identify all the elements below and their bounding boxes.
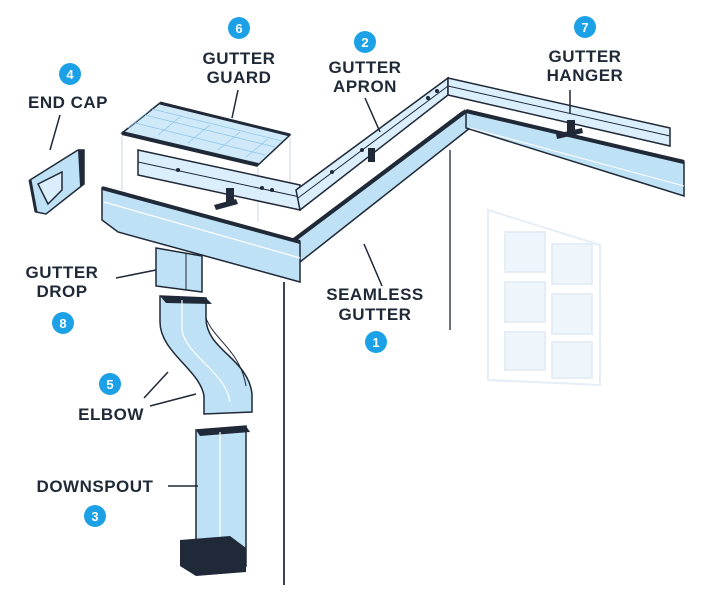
gutter-apron-corner <box>295 76 449 212</box>
badge-3: 3 <box>91 509 98 524</box>
label-6-line-2: GUARD <box>207 68 272 87</box>
seamless-gutter-right <box>465 109 685 198</box>
label-end-cap: 4 END CAP <box>28 63 108 112</box>
label-4-line-1: END CAP <box>28 93 108 112</box>
label-downspout: DOWNSPOUT 3 <box>37 477 154 527</box>
gutter-apron-left <box>137 149 301 211</box>
label-1-line-2: GUTTER <box>339 305 412 324</box>
badge-6: 6 <box>235 21 242 36</box>
label-5-line-1: ELBOW <box>78 405 144 424</box>
label-seamless-gutter: SEAMLESS GUTTER 1 <box>326 285 424 353</box>
label-elbow: 5 ELBOW <box>78 373 144 424</box>
house-window <box>487 208 601 387</box>
label-2-line-2: APRON <box>333 77 397 96</box>
badge-5: 5 <box>106 377 113 392</box>
gutter-drop <box>155 247 203 293</box>
label-7-line-1: GUTTER <box>549 47 622 66</box>
gutter-guard <box>120 101 292 222</box>
label-6-line-1: GUTTER <box>203 49 276 68</box>
label-1-line-1: SEAMLESS <box>326 285 424 304</box>
seamless-gutter-front <box>101 186 301 283</box>
leader-lines <box>49 89 571 487</box>
badge-7: 7 <box>581 20 588 35</box>
label-gutter-guard: 6 GUTTER GUARD <box>203 17 276 87</box>
label-8-line-1: GUTTER <box>26 263 99 282</box>
badge-1: 1 <box>372 335 379 350</box>
label-2-line-1: GUTTER <box>329 58 402 77</box>
badge-2: 2 <box>361 35 368 50</box>
label-8-line-2: DROP <box>36 282 87 301</box>
label-gutter-apron: 2 GUTTER APRON <box>329 31 402 96</box>
end-cap <box>28 149 85 215</box>
label-gutter-drop: GUTTER DROP 8 <box>26 263 99 334</box>
label-gutter-hanger: 7 GUTTER HANGER <box>547 16 624 85</box>
gutter-hangers <box>214 120 583 210</box>
label-3-line-1: DOWNSPOUT <box>37 477 154 496</box>
downspout <box>180 425 250 576</box>
gutter-apron-right <box>447 77 671 147</box>
badge-8: 8 <box>59 316 66 331</box>
elbow <box>159 295 253 415</box>
badge-4: 4 <box>66 67 74 82</box>
label-7-line-2: HANGER <box>547 66 624 85</box>
house-wall <box>283 150 451 585</box>
